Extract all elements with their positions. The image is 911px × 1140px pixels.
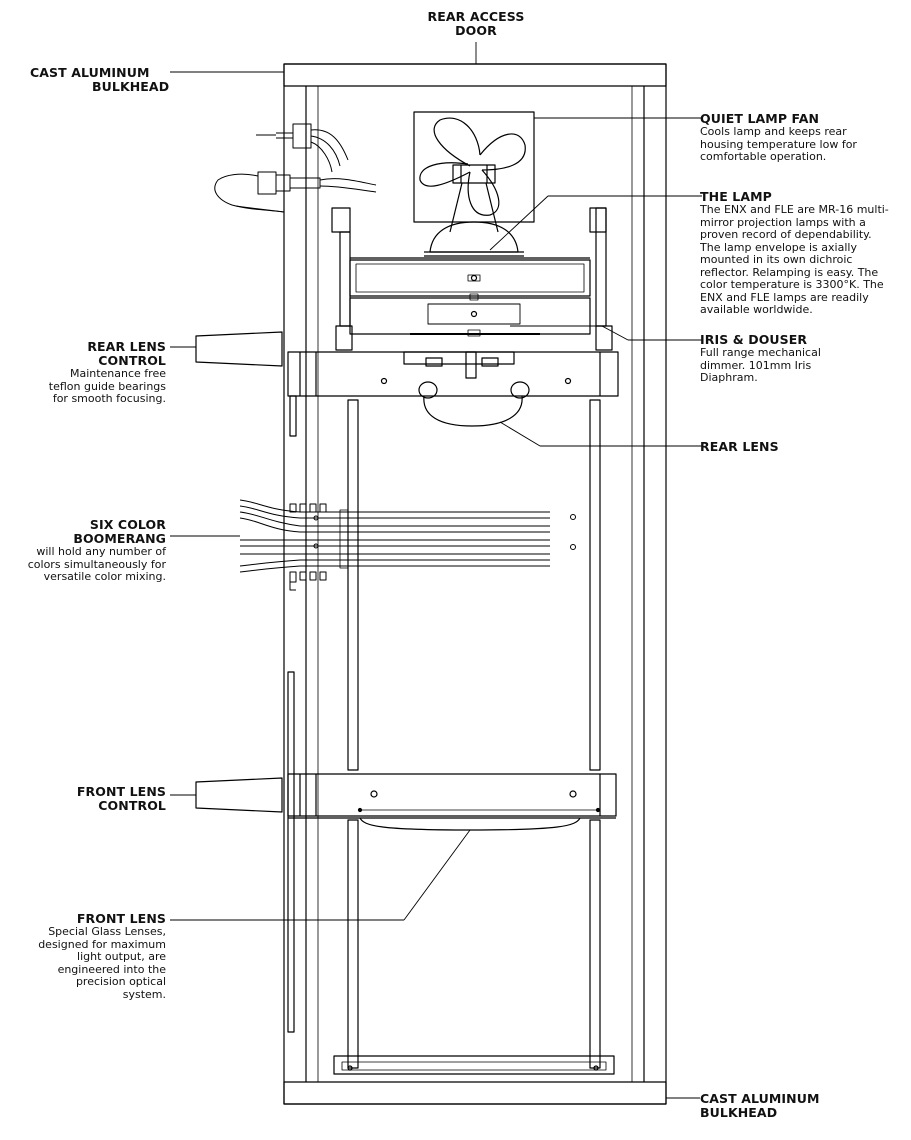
the-lamp-desc-4: The lamp envelope is axially: [700, 240, 857, 254]
leader-lines: [170, 42, 702, 1099]
front-lens-control-title-1: FRONT LENS: [76, 784, 166, 799]
the-lamp-desc-6: reflector. Relamping is easy. The: [700, 265, 879, 279]
rear-lens-control-title-2: CONTROL: [98, 353, 166, 368]
front-lens-control-label: FRONT LENS CONTROL: [10, 785, 166, 813]
six-color-boomerang-desc-1: will hold any number of: [36, 545, 166, 558]
rear-lens-control-title-1: REAR LENS: [87, 339, 166, 354]
quiet-lamp-fan-label: QUIET LAMP FAN Cools lamp and keeps rear…: [700, 112, 905, 164]
rear-access-door-label: REAR ACCESS DOOR: [424, 10, 528, 38]
six-color-boomerang-desc-2: colors simultaneously for: [27, 557, 166, 571]
six-color-boomerang-desc-3: versatile color mixing.: [43, 570, 166, 583]
the-lamp-desc-1: The ENX and FLE are MR-16 multi-: [700, 203, 889, 216]
iris-douser-desc-3: Diaphram.: [700, 371, 758, 384]
iris-douser-label: IRIS & DOUSER Full range mechanical dimm…: [700, 333, 905, 385]
rear-access-door-title-1: REAR ACCESS: [427, 9, 525, 24]
the-lamp-desc-7: color temperature is 3300°K. The: [700, 278, 884, 291]
front-lens-title: FRONT LENS: [76, 911, 166, 926]
the-lamp-desc-3: proven record of dependability.: [700, 228, 872, 241]
front-lens-desc-1: Special Glass Lenses,: [48, 925, 166, 938]
rear-lens-control-desc-1: Maintenance free: [69, 367, 166, 380]
front-lens-desc-3: light output, are: [77, 950, 166, 963]
iris-douser-title: IRIS & DOUSER: [700, 332, 808, 347]
quiet-lamp-fan-desc-2: housing temperature low for: [700, 137, 857, 151]
six-color-boomerang-title-1: SIX COLOR: [89, 517, 166, 532]
rear-lens-title: REAR LENS: [700, 439, 779, 454]
rear-lens-carriage: [195, 331, 619, 437]
six-color-boomerang-label: SIX COLOR BOOMERANG will hold any number…: [6, 518, 166, 584]
the-lamp-desc-2: mirror projection lamps with a: [700, 215, 866, 229]
iris-douser-desc-2: dimmer. 101mm Iris: [700, 358, 812, 372]
guide-rails: [287, 399, 601, 1069]
front-lens-label: FRONT LENS Special Glass Lenses, designe…: [10, 912, 166, 1001]
the-lamp-title: THE LAMP: [700, 189, 772, 204]
fan-drawing: [413, 111, 535, 257]
six-color-boomerang-title-2: BOOMERANG: [73, 531, 166, 546]
color-boomerang: [239, 499, 576, 591]
quiet-lamp-fan-desc-3: comfortable operation.: [700, 150, 827, 163]
housing-outline: [283, 63, 667, 1105]
the-lamp-desc-9: available worldwide.: [700, 303, 813, 316]
rear-lens-control-desc-2: teflon guide bearings: [48, 379, 166, 393]
front-lens-desc-6: system.: [122, 987, 166, 1001]
quiet-lamp-fan-title: QUIET LAMP FAN: [700, 111, 820, 126]
front-lens-desc-2: designed for maximum: [38, 937, 166, 951]
base-bracket: [333, 1055, 615, 1075]
the-lamp-desc-8: ENX and FLE lamps are readily: [700, 290, 869, 304]
lamp-carriage-drawing: [331, 207, 613, 351]
bulkhead-bottom-label: CAST ALUMINUM BULKHEAD: [700, 1092, 880, 1120]
quiet-lamp-fan-desc-1: Cools lamp and keeps rear: [700, 125, 847, 138]
front-lens-control-title-2: CONTROL: [98, 798, 166, 813]
bulkhead-top-title-1: CAST ALUMINUM: [30, 65, 150, 80]
the-lamp-label: THE LAMP The ENX and FLE are MR-16 multi…: [700, 190, 908, 317]
bulkhead-bottom-title-1: CAST ALUMINUM: [700, 1091, 820, 1106]
bulkhead-bottom-title-2: BULKHEAD: [700, 1105, 778, 1120]
bulkhead-top-title-2: BULKHEAD: [92, 79, 170, 94]
rear-lens-control-desc-3: for smooth focusing.: [52, 392, 166, 405]
bulkhead-top-label: CAST ALUMINUM BULKHEAD: [30, 66, 170, 94]
rear-lens-label: REAR LENS: [700, 440, 860, 454]
iris-douser-desc-1: Full range mechanical: [700, 346, 821, 359]
front-lens-carriage: [195, 773, 617, 831]
front-lens-desc-5: precision optical: [75, 975, 166, 988]
rear-access-door-title-2: DOOR: [455, 23, 497, 38]
rear-lens-control-label: REAR LENS CONTROL Maintenance free teflo…: [10, 340, 166, 406]
lamp-wiring: [214, 123, 377, 213]
front-lens-desc-4: engineered into the: [57, 962, 166, 976]
the-lamp-desc-5: mounted in its own dichroic: [700, 253, 853, 266]
